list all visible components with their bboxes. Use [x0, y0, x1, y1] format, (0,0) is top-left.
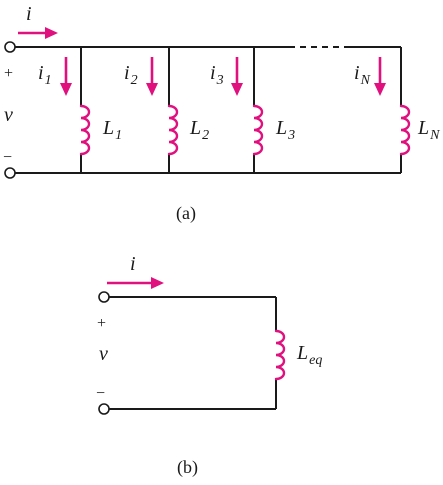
minus-sign-a: − [3, 149, 12, 166]
inductor-label-1: L1 [102, 117, 122, 143]
caption-a: (a) [176, 203, 196, 224]
terminal-bottom-b [98, 403, 110, 415]
branch-3-arrowhead [231, 83, 243, 96]
terminal-bottom-a [4, 167, 16, 179]
inductor-label-eq: Leq [296, 342, 322, 368]
plus-sign-b: + [97, 315, 106, 332]
inductor-label-2: L2 [189, 117, 209, 143]
inductor-coil-eq [274, 329, 286, 381]
circuit-a: i + v − i1 i2 i3 iN L1 L2 L3 LN (a) [3, 3, 440, 224]
terminal-top-a [4, 41, 16, 53]
current-arrowhead-a [45, 27, 58, 39]
branch-2-arrowhead [146, 83, 158, 96]
caption-b: (b) [177, 457, 198, 478]
branch-n-arrowhead [374, 83, 386, 96]
voltage-label-b: v [99, 343, 108, 365]
circuit-b: i + v − Leq (b) [96, 253, 322, 478]
inductor-label-3: L3 [275, 117, 295, 143]
current-arrowhead-b [151, 277, 164, 289]
branch-1-arrowhead [60, 83, 72, 96]
minus-sign-b: − [96, 385, 105, 402]
inductor-coil-n [399, 104, 411, 156]
plus-sign-a: + [4, 65, 13, 82]
branch-3-current-label: i3 [210, 62, 224, 88]
inductor-coil-1 [79, 104, 91, 156]
branch-n-current-label: iN [354, 62, 371, 88]
voltage-label-a: v [4, 104, 13, 126]
current-label-a: i [26, 3, 32, 25]
branch-2-current-label: i2 [124, 62, 138, 88]
inductor-coil-2 [167, 104, 179, 156]
current-label-b: i [130, 253, 136, 275]
branch-1-current-label: i1 [38, 62, 52, 88]
inductor-coil-3 [252, 104, 264, 156]
terminal-top-b [98, 291, 110, 303]
inductor-label-n: LN [417, 117, 440, 143]
